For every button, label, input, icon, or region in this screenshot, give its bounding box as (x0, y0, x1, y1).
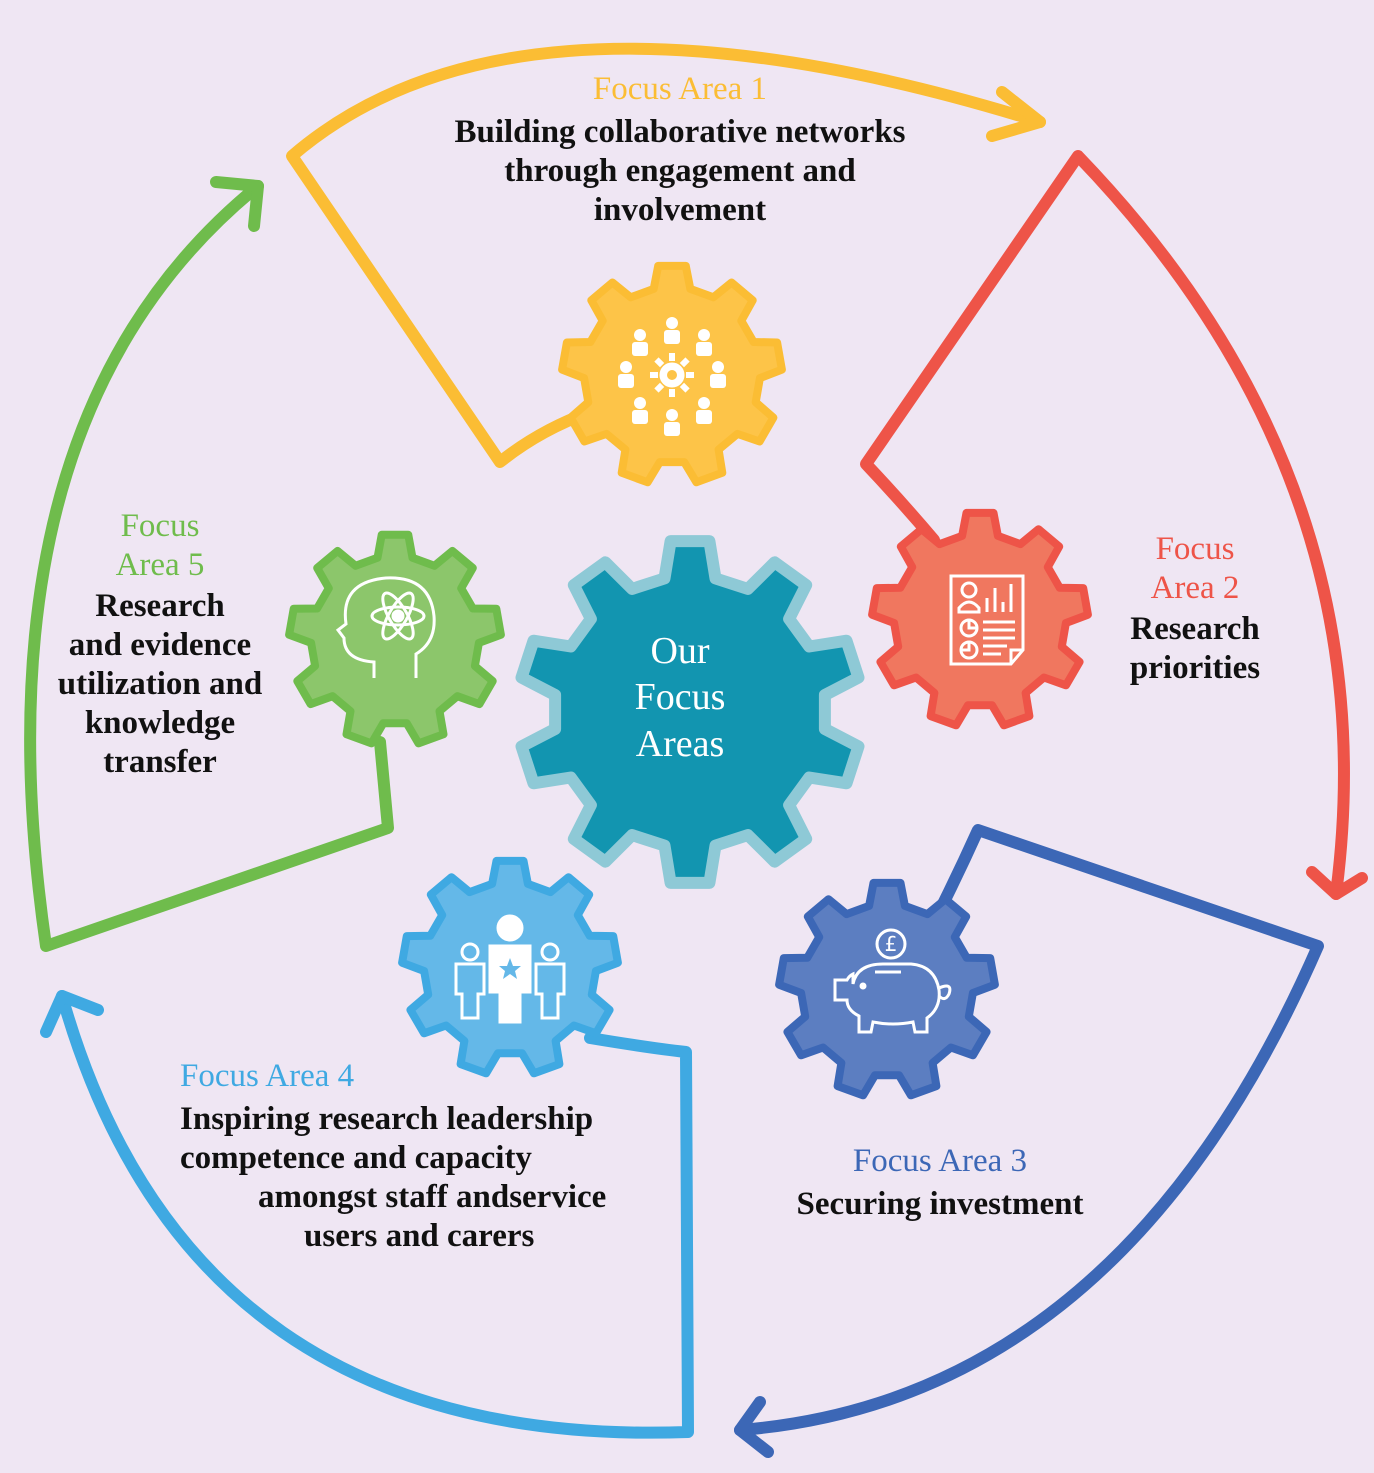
focus-area-5-desc-line-5: transfer (103, 743, 217, 780)
focus-area-2-gear (868, 508, 1092, 730)
focus-area-5-label-line-1: Focus (120, 508, 200, 544)
center-title-line-1: Our (650, 630, 710, 672)
focus-area-4-description: Inspiring research leadership competence… (180, 1100, 650, 1256)
focus-area-5-desc-line-1: Research (95, 587, 225, 624)
team-leader-icon (454, 914, 566, 1024)
focus-area-2-arrow-head (1306, 866, 1368, 900)
focus-area-2-label-line-1: Focus (1155, 531, 1235, 567)
piggy-bank-pound-icon: £ (833, 928, 952, 1034)
focus-area-2-description: Research priorities (1100, 610, 1290, 688)
focus-area-5-desc-line-4: knowledge (84, 704, 236, 741)
focus-area-4-arrow-head (40, 990, 104, 1038)
focus-area-1-text: Focus Area 1 Building collaborative netw… (400, 70, 960, 230)
focus-area-3-gear (775, 878, 999, 1100)
focus-area-5-description: Research and evidence utilization and kn… (40, 587, 280, 782)
focus-area-1-label: Focus Area 1 (592, 71, 768, 107)
focus-area-1-desc-line-3: involvement (593, 191, 767, 228)
icons: £ (335, 317, 1025, 1034)
focus-area-5-label-line-2: Area 5 (115, 546, 205, 583)
brain-atom-icon (335, 576, 436, 678)
focus-area-2-desc-line-2: priorities (1129, 649, 1261, 686)
focus-area-3-label: Focus Area 3 (852, 1143, 1028, 1179)
svg-text:£: £ (885, 932, 898, 956)
focus-area-5-desc-line-2: and evidence (68, 626, 252, 663)
focus-area-2-label: Focus Area 2 (1100, 530, 1290, 608)
focus-area-1-description: Building collaborative networks through … (400, 113, 960, 230)
center-title-line-3: Areas (635, 722, 725, 765)
focus-area-5-label: Focus Area 5 (40, 507, 280, 585)
focus-area-1-desc-line-1: Building collaborative networks (454, 113, 906, 150)
focus-area-5-text: Focus Area 5 Research and evidence utili… (40, 507, 280, 782)
focus-area-3-description: Securing investment (796, 1185, 1084, 1222)
focus-area-1-arrow (286, 42, 1046, 468)
focus-area-3-arrow (734, 824, 1324, 1436)
report-document-icon (949, 574, 1025, 666)
focus-area-5-gear (285, 530, 505, 748)
focus-area-5-desc-line-3: utilization and (57, 665, 263, 702)
center-title: Our Focus Areas (600, 628, 760, 767)
focus-area-2-desc-line-1: Research (1130, 610, 1260, 647)
focus-area-4-label: Focus Area 4 (180, 1058, 355, 1094)
focus-area-4-desc-line-3: amongst staff andservice (258, 1178, 607, 1215)
focus-area-1-arrow-head (986, 86, 1046, 142)
focus-area-2-label-line-2: Area 2 (1150, 569, 1240, 606)
focus-area-2-text: Focus Area 2 Research priorities (1100, 530, 1290, 688)
focus-area-4-desc-line-1: Inspiring research leadership (180, 1100, 594, 1137)
cycle-arrows (24, 42, 1368, 1458)
focus-area-4-desc-line-2: competence and capacity (180, 1139, 532, 1176)
focus-area-4-text: Focus Area 4 Inspiring research leadersh… (180, 1057, 650, 1256)
people-network-icon (618, 317, 726, 436)
center-title-line-2: Focus (634, 676, 726, 719)
focus-area-4-arrow (56, 990, 694, 1439)
focus-area-2-arrow (860, 150, 1350, 900)
focus-area-1-desc-line-2: through engagement and (504, 152, 856, 189)
center-gear (515, 535, 865, 889)
focus-area-5-arrow (24, 180, 394, 952)
focus-area-5-arrow-head (210, 176, 264, 232)
focus-area-4-desc-line-4: users and carers (304, 1217, 535, 1254)
focus-area-3-arrow-head (734, 1396, 774, 1458)
focus-area-3-text: Focus Area 3 Securing investment (760, 1142, 1120, 1224)
